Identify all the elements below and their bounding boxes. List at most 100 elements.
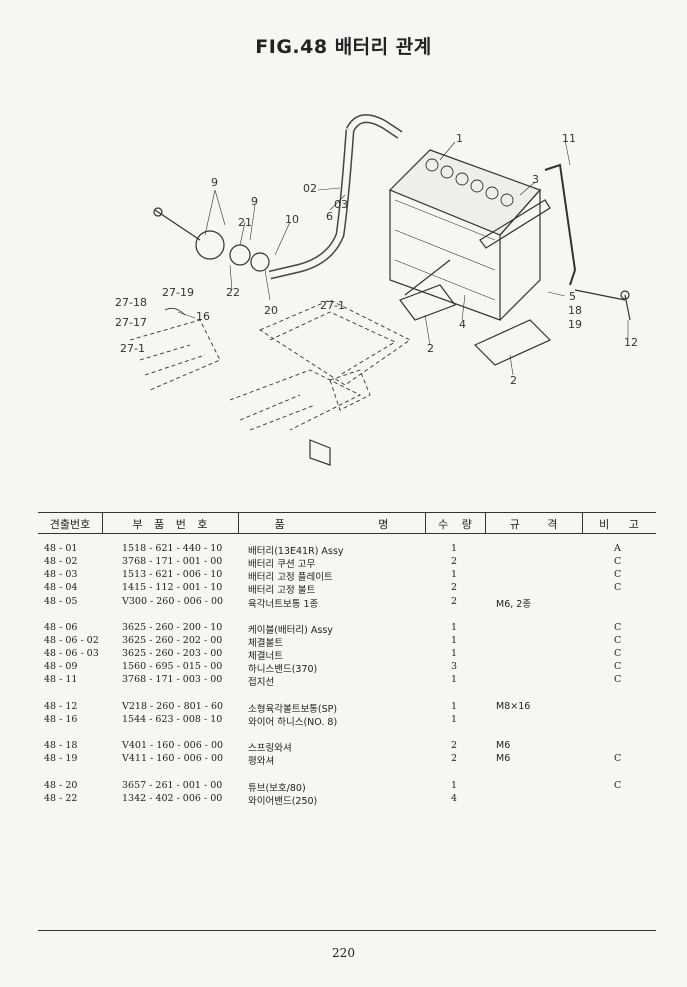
cell-ref: 48 - 06 - 02 bbox=[44, 635, 99, 646]
callout-11: 11 bbox=[562, 132, 576, 145]
callout-10: 10 bbox=[285, 213, 299, 226]
callout-27-17: 27-17 bbox=[115, 316, 147, 329]
cell-ref: 48 - 19 bbox=[44, 753, 78, 764]
cell-ref: 48 - 02 bbox=[44, 556, 78, 567]
cell-part: 3657 - 261 - 001 - 00 bbox=[122, 780, 223, 791]
header-part-no: 부 품 번 호 bbox=[132, 518, 208, 531]
cell-part: 3625 - 260 - 200 - 10 bbox=[122, 622, 223, 633]
callout-18: 18 bbox=[568, 304, 582, 317]
cell-part: V401 - 160 - 006 - 00 bbox=[122, 740, 224, 751]
cell-name: 배터리 고정 볼트 bbox=[248, 585, 316, 596]
cell-part: 1342 - 402 - 006 - 00 bbox=[122, 793, 223, 804]
cell-name: 와이어 하니스(NO. 8) bbox=[248, 717, 338, 728]
figure-title: FIG.48 배터리 관계 bbox=[255, 36, 432, 58]
table-row: 48 - 20 3657 - 261 - 001 - 00 튜브(보호/80) 1 C bbox=[0, 780, 687, 794]
cell-part: 1415 - 112 - 001 - 10 bbox=[122, 582, 223, 593]
cell-spec: M8×16 bbox=[496, 701, 531, 712]
column-divider bbox=[582, 512, 583, 534]
callout-27-18: 27-18 bbox=[115, 296, 147, 309]
header-quantity: 수 량 bbox=[438, 518, 472, 531]
table-header-top-rule bbox=[38, 512, 656, 513]
callout-03: 03 bbox=[334, 198, 348, 211]
cell-spec: M6 bbox=[496, 740, 511, 751]
cell-ref: 48 - 20 bbox=[44, 780, 78, 791]
cell-name: 케이블(배터리) Assy bbox=[248, 625, 333, 636]
callout-27-1a: 27-1 bbox=[320, 299, 345, 312]
cell-ref: 48 - 06 - 03 bbox=[44, 648, 99, 659]
cell-qty: 1 bbox=[451, 714, 458, 725]
callout-9b: 9 bbox=[251, 195, 258, 208]
cell-part: 3768 - 171 - 001 - 00 bbox=[122, 556, 223, 567]
cell-rem: C bbox=[614, 753, 622, 764]
cell-qty: 2 bbox=[451, 753, 458, 764]
cell-qty: 3 bbox=[451, 661, 458, 672]
cell-name: 평와셔 bbox=[248, 756, 275, 767]
cell-part: 1560 - 695 - 015 - 00 bbox=[122, 661, 223, 672]
cell-part: 3625 - 260 - 202 - 00 bbox=[122, 635, 223, 646]
cell-qty: 1 bbox=[451, 780, 458, 791]
cell-rem: C bbox=[614, 661, 622, 672]
table-bottom-rule bbox=[38, 930, 656, 931]
cell-ref: 48 - 16 bbox=[44, 714, 78, 725]
callout-12: 12 bbox=[624, 336, 638, 349]
cell-part: 1544 - 623 - 008 - 10 bbox=[122, 714, 223, 725]
cell-rem: C bbox=[614, 648, 622, 659]
cell-spec: M6, 2종 bbox=[496, 599, 532, 610]
cell-part: V300 - 260 - 006 - 00 bbox=[122, 596, 224, 607]
cell-ref: 48 - 22 bbox=[44, 793, 78, 804]
cell-name: 접지선 bbox=[248, 677, 275, 688]
callout-22: 22 bbox=[226, 286, 240, 299]
callout-19: 19 bbox=[568, 318, 582, 331]
cell-name: 하니스밴드(370) bbox=[248, 664, 318, 675]
table-row: 48 - 06 3625 - 260 - 200 - 10 케이블(배터리) Ass… bbox=[0, 622, 687, 636]
cell-name: 배터리 고정 플레이트 bbox=[248, 572, 333, 583]
column-divider bbox=[425, 512, 426, 534]
cell-qty: 2 bbox=[451, 556, 458, 567]
cell-ref: 48 - 12 bbox=[44, 701, 78, 712]
cell-rem: C bbox=[614, 674, 622, 685]
cell-ref: 48 - 05 bbox=[44, 596, 78, 607]
cell-rem: C bbox=[614, 635, 622, 646]
column-divider bbox=[485, 512, 486, 534]
cell-rem: C bbox=[614, 622, 622, 633]
cell-name: 배터리(13E41R) Assy bbox=[248, 546, 344, 557]
cell-name: 튜브(보호/80) bbox=[248, 783, 306, 794]
cell-ref: 48 - 06 bbox=[44, 622, 78, 633]
cell-name: 와이어밴드(250) bbox=[248, 796, 318, 807]
cell-ref: 48 - 11 bbox=[44, 674, 78, 685]
cell-part: V411 - 160 - 006 - 00 bbox=[122, 753, 224, 764]
cell-name: 배터리 쿠션 고무 bbox=[248, 559, 316, 570]
callout-2b: 2 bbox=[510, 374, 517, 387]
callout-6: 6 bbox=[326, 210, 333, 223]
cell-qty: 1 bbox=[451, 622, 458, 633]
cell-rem: C bbox=[614, 780, 622, 791]
cell-qty: 2 bbox=[451, 740, 458, 751]
callout-16: 16 bbox=[196, 310, 210, 323]
header-ref-no: 견출번호 bbox=[49, 518, 91, 531]
cell-ref: 48 - 18 bbox=[44, 740, 78, 751]
cell-name: 소형육각볼트보통(SP) bbox=[248, 704, 338, 715]
cell-qty: 1 bbox=[451, 569, 458, 580]
battery-exploded-diagram: 1 11 3 5 18 19 12 4 2 2 9 9 21 10 22 20 … bbox=[115, 114, 638, 466]
page-number: 220 bbox=[332, 946, 355, 960]
callout-4: 4 bbox=[459, 318, 466, 331]
callout-02: 02 bbox=[303, 182, 317, 195]
callout-27-1b: 27-1 bbox=[120, 342, 145, 355]
cell-qty: 2 bbox=[451, 596, 458, 607]
callout-2a: 2 bbox=[427, 342, 434, 355]
table-row: 48 - 16 1544 - 623 - 008 - 10 와이어 하니스(NO. … bbox=[0, 714, 687, 728]
cell-part: 1518 - 621 - 440 - 10 bbox=[122, 543, 223, 554]
cell-rem: C bbox=[614, 569, 622, 580]
cell-rem: A bbox=[614, 543, 621, 554]
cell-ref: 48 - 03 bbox=[44, 569, 78, 580]
column-divider bbox=[102, 512, 103, 534]
